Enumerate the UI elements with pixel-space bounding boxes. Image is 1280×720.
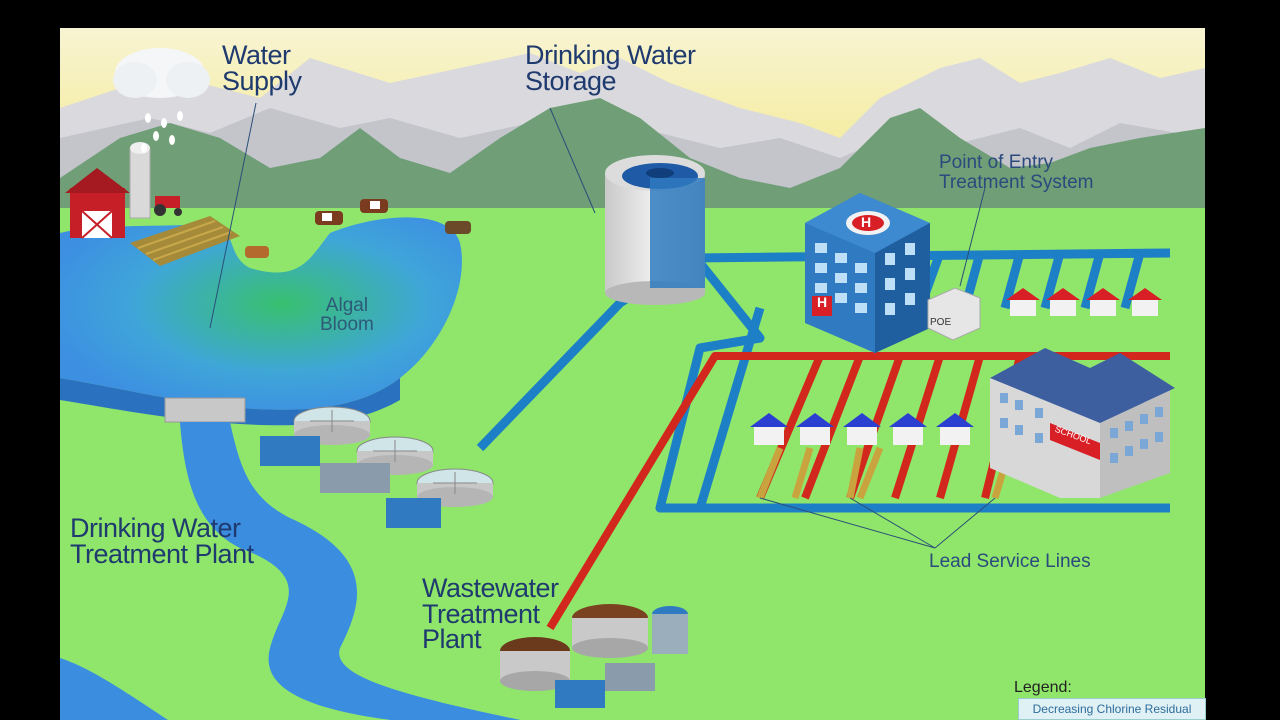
- poe-box: [927, 287, 981, 341]
- tractor: [154, 196, 182, 216]
- dwtp-line2: Treatment Plant: [70, 538, 254, 569]
- algal-line2: Bloom: [320, 314, 374, 335]
- wwtp-line1: Wastewater: [422, 573, 559, 603]
- storage-line2: Storage: [525, 65, 617, 96]
- school: [990, 348, 1175, 498]
- lead-service-lines-label: Lead Service Lines: [929, 551, 1091, 572]
- dam: [164, 397, 246, 423]
- cloud: [113, 48, 210, 98]
- treatment-buildings: [260, 436, 441, 528]
- drinking-water-storage-label: Drinking Water Storage: [525, 40, 696, 96]
- legend-chlorine-residual: Decreasing Chlorine Residual: [1018, 698, 1206, 720]
- poe-box-label: POE: [930, 317, 952, 328]
- cows: [245, 199, 471, 258]
- rain: [141, 111, 183, 153]
- wastewater-buildings: [555, 663, 655, 708]
- leader-lines: [209, 102, 996, 549]
- hospital-h-sign: H: [817, 294, 828, 310]
- drinking-water-treatment-plant-label: Drinking Water Treatment Plant: [70, 513, 254, 569]
- water-supply-label: Water Supply: [222, 40, 302, 96]
- water-system-diagram: Water Supply Drinking Water Storage Poin…: [60, 28, 1205, 720]
- algal-bloom-label: Algal Bloom: [320, 296, 374, 334]
- lead-service-lines: [756, 446, 1014, 500]
- houses-top: [1006, 288, 1162, 316]
- storage-tank: [605, 155, 705, 305]
- hospital: [805, 193, 930, 353]
- barn: [65, 168, 130, 239]
- dwtp-line1: Drinking Water: [70, 513, 241, 543]
- wastewater-treatment-plant-label: Wastewater Treatment Plant: [422, 573, 559, 655]
- point-of-entry-label: Point of Entry Treatment System: [939, 153, 1094, 193]
- water-supply-line2: Supply: [222, 65, 302, 96]
- water-supply-line1: Water: [222, 40, 291, 70]
- wwtp-line3: Plant: [422, 624, 482, 655]
- silo: [129, 147, 151, 219]
- hospital-roof-sign: H: [861, 214, 872, 230]
- legend-title: Legend:: [1014, 679, 1072, 696]
- poe-line2: Treatment System: [939, 171, 1094, 193]
- houses-bottom: [750, 413, 974, 445]
- wwtp-line2: Treatment: [422, 598, 540, 629]
- wastewater-tanks: [500, 604, 688, 691]
- river: [180, 422, 521, 720]
- algal-line1: Algal: [325, 295, 369, 316]
- poe-line1: Point of Entry: [939, 152, 1054, 173]
- storage-line1: Drinking Water: [525, 40, 696, 70]
